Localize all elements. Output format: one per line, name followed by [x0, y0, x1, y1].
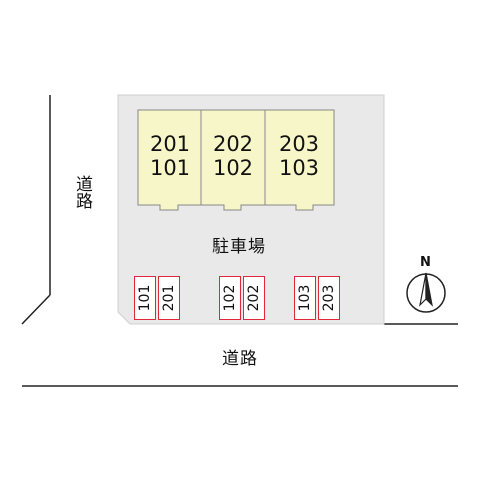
parking-space: 203	[318, 276, 340, 320]
unit-label-1: 201 101	[139, 132, 201, 180]
space-number: 203	[321, 284, 337, 312]
parking-space: 201	[158, 276, 180, 320]
space-number: 202	[246, 284, 262, 312]
parking-space: 101	[134, 276, 156, 320]
unit-upper: 203	[278, 132, 320, 156]
unit-upper: 201	[149, 132, 191, 156]
left-road-diagonal	[21, 294, 51, 325]
unit-lower: 102	[212, 156, 254, 180]
space-number: 101	[137, 284, 153, 312]
compass: N	[404, 255, 450, 317]
unit-upper: 202	[212, 132, 254, 156]
unit-label-2: 202 102	[202, 132, 264, 180]
building-block	[137, 109, 335, 211]
parking-space: 103	[294, 276, 316, 320]
road-label-left: 道路	[70, 175, 92, 216]
unit-lower: 103	[278, 156, 320, 180]
parking-space: 202	[243, 276, 265, 320]
space-number: 102	[222, 284, 238, 312]
parking-label: 駐車場	[212, 237, 266, 257]
road-left-text: 道路	[72, 175, 92, 209]
road-label-bottom: 道路	[222, 349, 258, 369]
space-number: 201	[161, 284, 177, 312]
parking-space: 102	[219, 276, 241, 320]
space-number: 103	[297, 284, 313, 312]
building-3	[264, 109, 335, 211]
compass-north-label: N	[420, 255, 431, 270]
north-arrow-icon	[406, 272, 446, 313]
unit-lower: 101	[149, 156, 191, 180]
unit-label-3: 203 103	[268, 132, 330, 180]
